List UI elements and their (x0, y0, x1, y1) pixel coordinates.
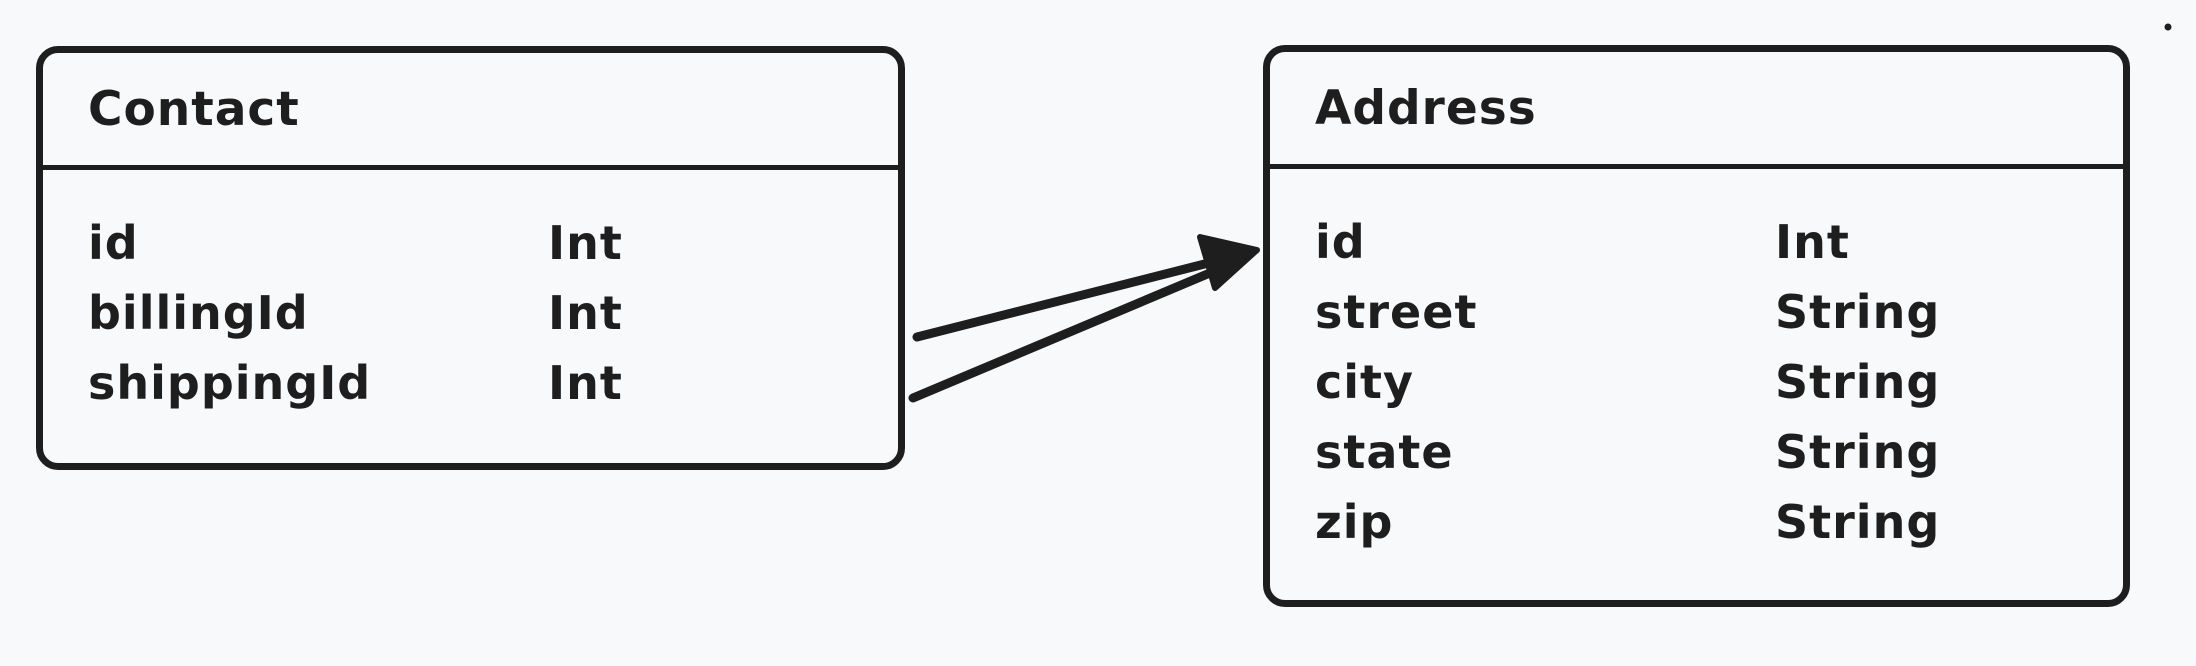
field-row: id Int (1270, 207, 2123, 277)
field-type: String (1775, 425, 1941, 479)
entity-address-fields: id Int street String city String state S… (1270, 169, 2123, 557)
field-name: id (88, 216, 139, 270)
entity-address[interactable]: Address id Int street String city String… (1263, 45, 2130, 607)
arrow-shippingId-to-address-id[interactable] (908, 257, 1241, 403)
entity-contact[interactable]: Contact id Int billingId Int shippingId … (36, 46, 905, 470)
entity-contact-fields: id Int billingId Int shippingId Int (43, 170, 898, 418)
arrow-billingId-to-address-id[interactable] (912, 250, 1245, 342)
field-name: zip (1315, 495, 1394, 549)
field-type: String (1775, 495, 1941, 549)
field-name: street (1315, 285, 1478, 339)
field-name: shippingId (88, 356, 372, 410)
field-name: id (1315, 215, 1366, 269)
field-type: Int (548, 356, 623, 410)
field-row: id Int (43, 208, 898, 278)
field-row: zip String (1270, 487, 2123, 557)
field-type: Int (548, 286, 623, 340)
field-row: state String (1270, 417, 2123, 487)
entity-address-title: Address (1270, 52, 2123, 169)
entity-contact-title: Contact (43, 53, 898, 170)
field-row: street String (1270, 277, 2123, 347)
stray-dot (2164, 23, 2172, 31)
field-name: billingId (88, 286, 309, 340)
field-row: shippingId Int (43, 348, 898, 418)
field-type: Int (548, 216, 623, 270)
field-name: city (1315, 355, 1415, 409)
field-row: city String (1270, 347, 2123, 417)
field-type: String (1775, 285, 1941, 339)
arrowhead-icon (1197, 234, 1260, 291)
field-name: state (1315, 425, 1454, 479)
field-row: billingId Int (43, 278, 898, 348)
field-type: String (1775, 355, 1941, 409)
field-type: Int (1775, 215, 1850, 269)
